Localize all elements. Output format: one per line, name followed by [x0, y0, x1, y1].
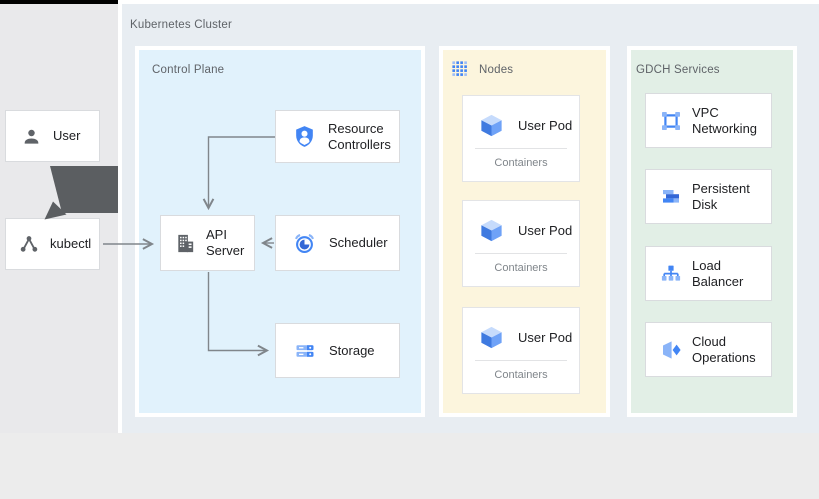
- user-box: User: [5, 110, 100, 162]
- scheduler-label: Scheduler: [329, 235, 388, 250]
- vpc-networking-label: VPC Networking: [692, 104, 758, 136]
- user-pod-label: User Pod: [518, 222, 573, 238]
- containers-label: Containers: [494, 262, 548, 274]
- user-label: User: [53, 128, 81, 143]
- containers-label: Containers: [494, 369, 548, 381]
- storage-icon: [293, 339, 317, 363]
- api-server-box: API Server: [160, 215, 255, 271]
- vpc-networking-box: VPC Networking: [645, 93, 772, 148]
- kubectl-box: kubectl: [5, 218, 100, 270]
- person-icon: [21, 126, 42, 147]
- user-pod-card: User Pod Containers: [462, 95, 580, 182]
- pod-divider: [475, 360, 567, 361]
- persistent-disk-label: Persistent Disk: [692, 180, 750, 212]
- kubectl-icon: [18, 233, 40, 255]
- kubectl-label: kubectl: [50, 236, 92, 251]
- load-balancer-icon: [659, 262, 683, 286]
- cloud-operations-label: Cloud Operations: [692, 333, 756, 365]
- nodes-grid-icon: [452, 61, 469, 78]
- resource-controllers-box: Resource Controllers: [275, 110, 400, 163]
- control-plane-label: Control Plane: [152, 64, 225, 76]
- resource-controllers-label: Resource Controllers: [328, 120, 391, 152]
- pod-cube-icon: [478, 217, 505, 244]
- load-balancer-label: Load Balancer: [692, 257, 744, 289]
- storage-box: Storage: [275, 323, 400, 378]
- containers-label: Containers: [494, 157, 548, 169]
- zone-divider: [118, 4, 122, 433]
- gdch-services-label: GDCH Services: [636, 64, 720, 76]
- clock-icon: [292, 231, 317, 256]
- load-balancer-box: Load Balancer: [645, 246, 772, 301]
- nodes-label: Nodes: [479, 64, 514, 76]
- persistent-disk-icon: [659, 185, 683, 209]
- top-black-strip: [0, 0, 118, 4]
- scheduler-box: Scheduler: [275, 215, 400, 271]
- building-icon: [174, 232, 197, 255]
- shield-person-icon: [292, 124, 317, 149]
- cloud-operations-icon: [659, 338, 683, 362]
- persistent-disk-box: Persistent Disk: [645, 169, 772, 224]
- pod-divider: [475, 253, 567, 254]
- cloud-operations-box: Cloud Operations: [645, 322, 772, 377]
- pod-cube-icon: [478, 112, 505, 139]
- user-pod-label: User Pod: [518, 117, 573, 133]
- api-server-label: API Server: [206, 227, 245, 258]
- user-pod-label: User Pod: [518, 329, 573, 345]
- top-white-strip: [118, 0, 819, 4]
- kubernetes-cluster-label: Kubernetes Cluster: [130, 19, 233, 31]
- storage-label: Storage: [329, 342, 375, 358]
- vpc-networking-icon: [659, 109, 683, 133]
- user-pod-card: User Pod Containers: [462, 307, 580, 394]
- pod-cube-icon: [478, 324, 505, 351]
- user-pod-card: User Pod Containers: [462, 200, 580, 287]
- pod-divider: [475, 148, 567, 149]
